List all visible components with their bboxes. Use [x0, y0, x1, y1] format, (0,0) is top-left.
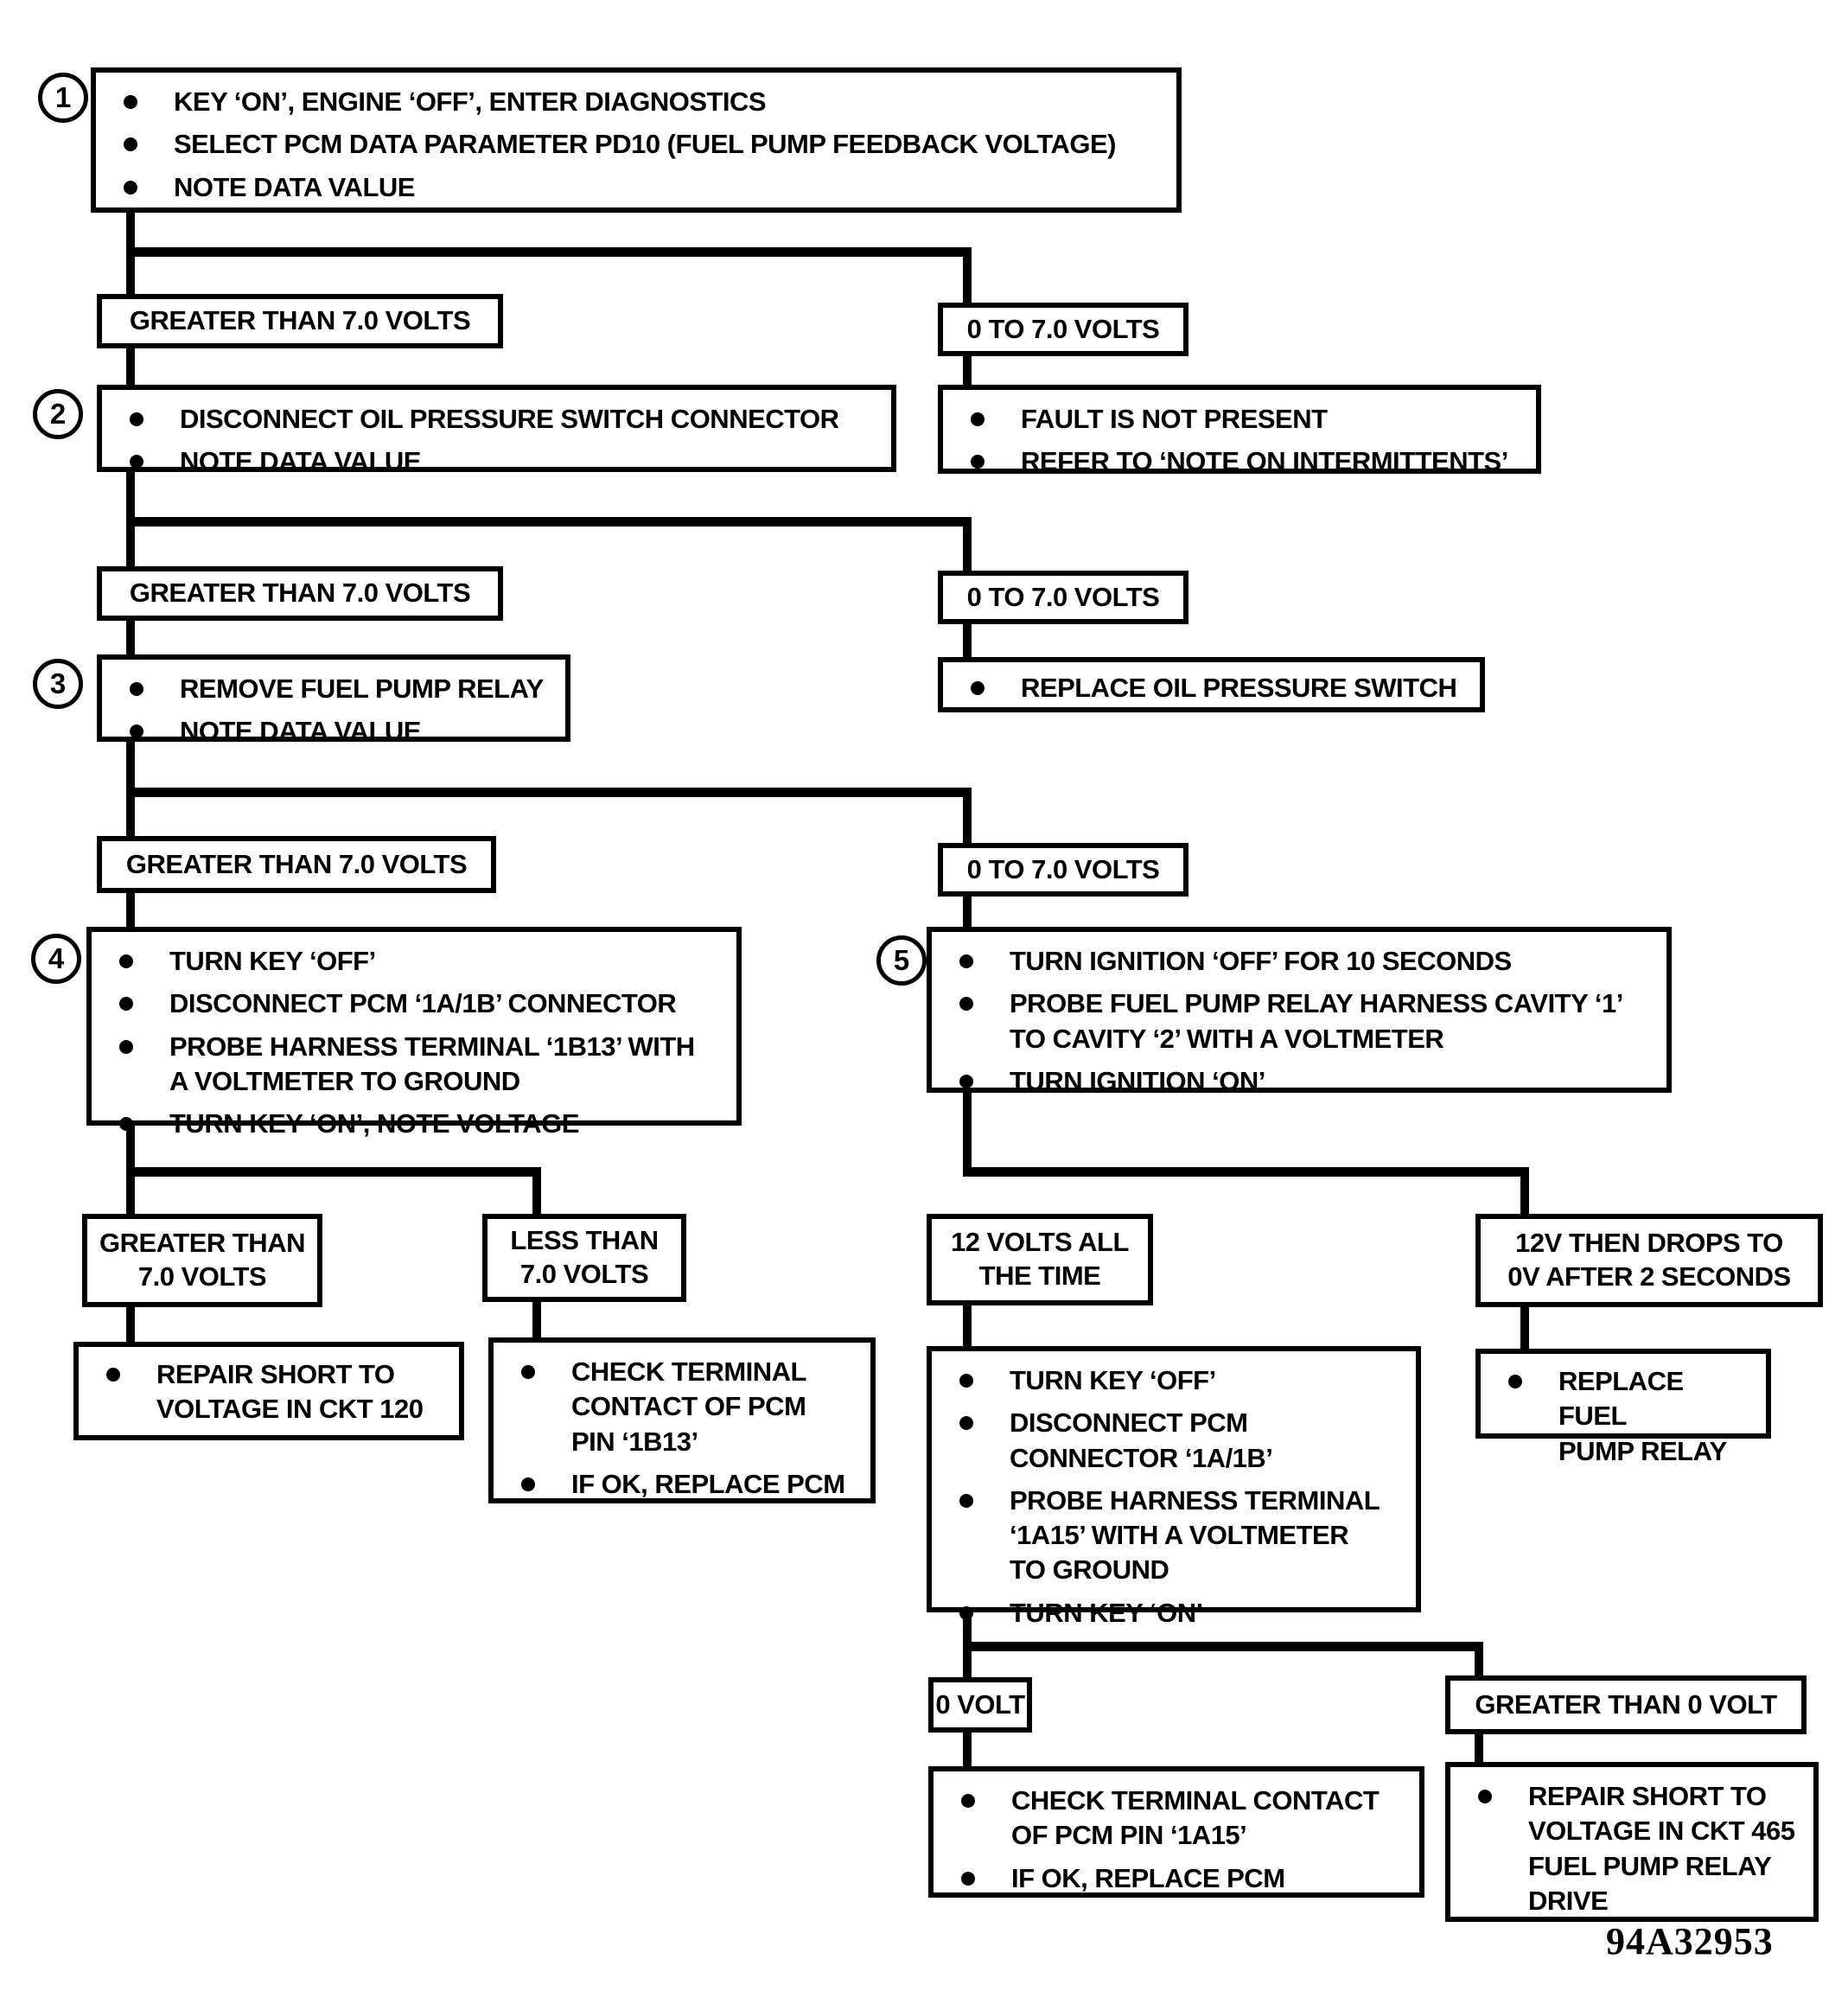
branch4-label-less-than-7v: LESS THAN 7.0 VOLTS	[482, 1214, 686, 1302]
node-fault-not-present: FAULT IS NOT PRESENT REFER TO ‘NOTE ON I…	[938, 385, 1541, 476]
step-number-badge-1: 1	[38, 73, 88, 123]
connector-line-branch3-horizontal	[126, 788, 972, 797]
bullet-item: PROBE HARNESS TERMINAL ‘1B13’ WITH A VOL…	[104, 1030, 728, 1100]
bullet-item: SELECT PCM DATA PARAMETER PD10 (FUEL PUM…	[108, 127, 1168, 162]
connector-line-branch4-horizontal	[126, 1167, 541, 1177]
bullet-item: FAULT IS NOT PRESENT	[955, 402, 1527, 437]
bullet-item: KEY ‘ON’, ENGINE ‘OFF’, ENTER DIAGNOSTIC…	[108, 85, 1168, 119]
connector-line-0to7-3-down	[963, 895, 972, 929]
bullet-list: FAULT IS NOT PRESENT REFER TO ‘NOTE ON I…	[955, 402, 1527, 480]
step-number-badge-4: 4	[31, 934, 81, 984]
node-step2: DISCONNECT OIL PRESSURE SWITCH CONNECTOR…	[97, 385, 896, 476]
connector-line-branch5-horizontal	[963, 1167, 1529, 1177]
node-step1: KEY ‘ON’, ENGINE ‘OFF’, ENTER DIAGNOSTIC…	[91, 67, 1182, 213]
bullet-list: REPLACE OIL PRESSURE SWITCH	[955, 671, 1471, 705]
branch5-label-12v-then-drops: 12V THEN DROPS TO 0V AFTER 2 SECONDS	[1475, 1214, 1823, 1307]
connector-line-right-spine	[963, 1089, 972, 1171]
bullet-list: DISCONNECT OIL PRESSURE SWITCH CONNECTOR…	[114, 402, 883, 480]
bullet-item: TURN KEY ‘OFF’	[944, 1363, 1407, 1398]
connector-line-branch1-horizontal	[126, 247, 972, 257]
bullet-list: TURN IGNITION ‘OFF’ FOR 10 SECONDS PROBE…	[944, 944, 1658, 1099]
bullet-list: TURN KEY ‘OFF’ DISCONNECT PCM ‘1A/1B’ CO…	[104, 944, 728, 1141]
bullet-item: REMOVE FUEL PUMP RELAY	[114, 672, 557, 706]
bullet-item: DISCONNECT PCM ‘1A/1B’ CONNECTOR	[104, 986, 728, 1021]
node-check-pcm-pin-1a15: CHECK TERMINAL CONTACT OF PCM PIN ‘1A15’…	[928, 1766, 1424, 1898]
bullet-item: PROBE FUEL PUMP RELAY HARNESS CAVITY ‘1’…	[944, 986, 1658, 1056]
bullet-list: REMOVE FUEL PUMP RELAY NOTE DATA VALUE	[114, 672, 557, 750]
branch2-label-0-to-7v: 0 TO 7.0 VOLTS	[938, 571, 1188, 624]
branch6-label-greater-than-0-volt: GREATER THAN 0 VOLT	[1445, 1675, 1807, 1734]
connector-line-12vdrops-down	[1520, 1305, 1529, 1349]
bullet-item: REFER TO ‘NOTE ON INTERMITTENTS’	[955, 444, 1527, 479]
bullet-item: TURN IGNITION ‘ON’	[944, 1064, 1658, 1099]
bullet-list: TURN KEY ‘OFF’ DISCONNECT PCM CONNECTOR …	[944, 1363, 1407, 1631]
connector-line-branch1-vertical	[963, 247, 972, 305]
bullet-item: IF OK, REPLACE PCM	[946, 1861, 1411, 1896]
branch3-label-greater-than-7v: GREATER THAN 7.0 VOLTS	[97, 836, 496, 893]
node-check-pcm-pin-1b13: CHECK TERMINAL CONTACT OF PCM PIN ‘1B13’…	[488, 1337, 876, 1503]
bullet-list: KEY ‘ON’, ENGINE ‘OFF’, ENTER DIAGNOSTIC…	[108, 85, 1168, 205]
node-repair-short-ckt-120: REPAIR SHORT TO VOLTAGE IN CKT 120	[73, 1342, 464, 1440]
branch6-label-0-volt: 0 VOLT	[928, 1677, 1032, 1733]
connector-line-spine-b	[126, 346, 135, 387]
bullet-item: REPAIR SHORT TO VOLTAGE IN CKT 465 FUEL …	[1462, 1779, 1805, 1918]
branch1-label-0-to-7v: 0 TO 7.0 VOLTS	[938, 303, 1188, 356]
bullet-item: NOTE DATA VALUE	[108, 170, 1168, 205]
bullet-item: REPLACE FUEL PUMP RELAY	[1493, 1364, 1757, 1469]
connector-line-spine-h	[126, 1305, 135, 1344]
bullet-item: TURN IGNITION ‘OFF’ FOR 10 SECONDS	[944, 944, 1658, 979]
bullet-list: CHECK TERMINAL CONTACT OF PCM PIN ‘1A15’…	[946, 1784, 1411, 1896]
bullet-list: REPAIR SHORT TO VOLTAGE IN CKT 120	[91, 1357, 450, 1427]
bullet-item: IF OK, REPLACE PCM	[506, 1467, 862, 1502]
bullet-item: DISCONNECT PCM CONNECTOR ‘1A/1B’	[944, 1406, 1407, 1476]
bullet-item: CHECK TERMINAL CONTACT OF PCM PIN ‘1B13’	[506, 1355, 862, 1459]
node-replace-oil-pressure-switch: REPLACE OIL PRESSURE SWITCH	[938, 657, 1485, 712]
connector-line-branch2-horizontal	[126, 517, 972, 527]
step-number-badge-2: 2	[33, 389, 83, 439]
connector-line-branch4-vertical	[532, 1167, 541, 1215]
branch1-label-greater-than-7v: GREATER THAN 7.0 VOLTS	[97, 294, 503, 348]
connector-line-0to7-2-down	[963, 622, 972, 659]
node-repair-short-ckt-465: REPAIR SHORT TO VOLTAGE IN CKT 465 FUEL …	[1445, 1762, 1819, 1922]
bullet-list: REPAIR SHORT TO VOLTAGE IN CKT 465 FUEL …	[1462, 1779, 1805, 1918]
bullet-item: NOTE DATA VALUE	[114, 714, 557, 749]
connector-line-branch6-vertical	[1475, 1642, 1483, 1676]
node-step4: TURN KEY ‘OFF’ DISCONNECT PCM ‘1A/1B’ CO…	[86, 927, 742, 1139]
connector-line-branch3-vertical	[963, 788, 972, 846]
branch4-label-greater-than-7v: GREATER THAN 7.0 VOLTS	[82, 1214, 322, 1307]
bullet-item: PROBE HARNESS TERMINAL ‘1A15’ WITH A VOL…	[944, 1484, 1407, 1588]
connector-line-0to7-1-down	[963, 354, 972, 387]
branch2-label-greater-than-7v: GREATER THAN 7.0 VOLTS	[97, 566, 503, 621]
bullet-item: NOTE DATA VALUE	[114, 444, 883, 479]
step-number-badge-3: 3	[33, 659, 83, 709]
bullet-item: CHECK TERMINAL CONTACT OF PCM PIN ‘1A15’	[946, 1784, 1411, 1854]
connector-line-lt7-down	[532, 1300, 541, 1340]
connector-line-0volt-down	[963, 1730, 972, 1766]
node-probe-terminal-1a15: TURN KEY ‘OFF’ DISCONNECT PCM CONNECTOR …	[927, 1346, 1421, 1628]
branch3-label-0-to-7v: 0 TO 7.0 VOLTS	[938, 843, 1188, 897]
bullet-item: REPLACE OIL PRESSURE SWITCH	[955, 671, 1471, 705]
bullet-item: TURN KEY ‘ON’	[944, 1596, 1407, 1631]
connector-line-spine-d	[126, 619, 135, 657]
connector-line-branch5-vertical	[1520, 1167, 1529, 1215]
bullet-item: REPAIR SHORT TO VOLTAGE IN CKT 120	[91, 1357, 450, 1427]
figure-id: 94A32953	[1606, 1920, 1774, 1963]
bullet-item: DISCONNECT OIL PRESSURE SWITCH CONNECTOR	[114, 402, 883, 437]
bullet-item: TURN KEY ‘OFF’	[104, 944, 728, 979]
branch5-label-12v-all-the-time: 12 VOLTS ALL THE TIME	[927, 1214, 1153, 1305]
bullet-item: TURN KEY ‘ON’, NOTE VOLTAGE	[104, 1107, 728, 1141]
step-number-badge-5: 5	[876, 935, 927, 986]
bullet-list: REPLACE FUEL PUMP RELAY	[1493, 1364, 1757, 1469]
connector-line-branch2-vertical	[963, 517, 972, 573]
node-step3: REMOVE FUEL PUMP RELAY NOTE DATA VALUE	[97, 654, 570, 746]
connector-line-branch6-horizontal	[963, 1642, 1483, 1651]
bullet-list: CHECK TERMINAL CONTACT OF PCM PIN ‘1B13’…	[506, 1355, 862, 1502]
connector-line-gt0volt-down	[1475, 1732, 1483, 1762]
node-replace-fuel-pump-relay: REPLACE FUEL PUMP RELAY	[1475, 1349, 1771, 1466]
connector-line-12vall-down	[963, 1303, 972, 1346]
node-step5: TURN IGNITION ‘OFF’ FOR 10 SECONDS PROBE…	[927, 927, 1672, 1096]
connector-line-spine-f	[126, 890, 135, 929]
